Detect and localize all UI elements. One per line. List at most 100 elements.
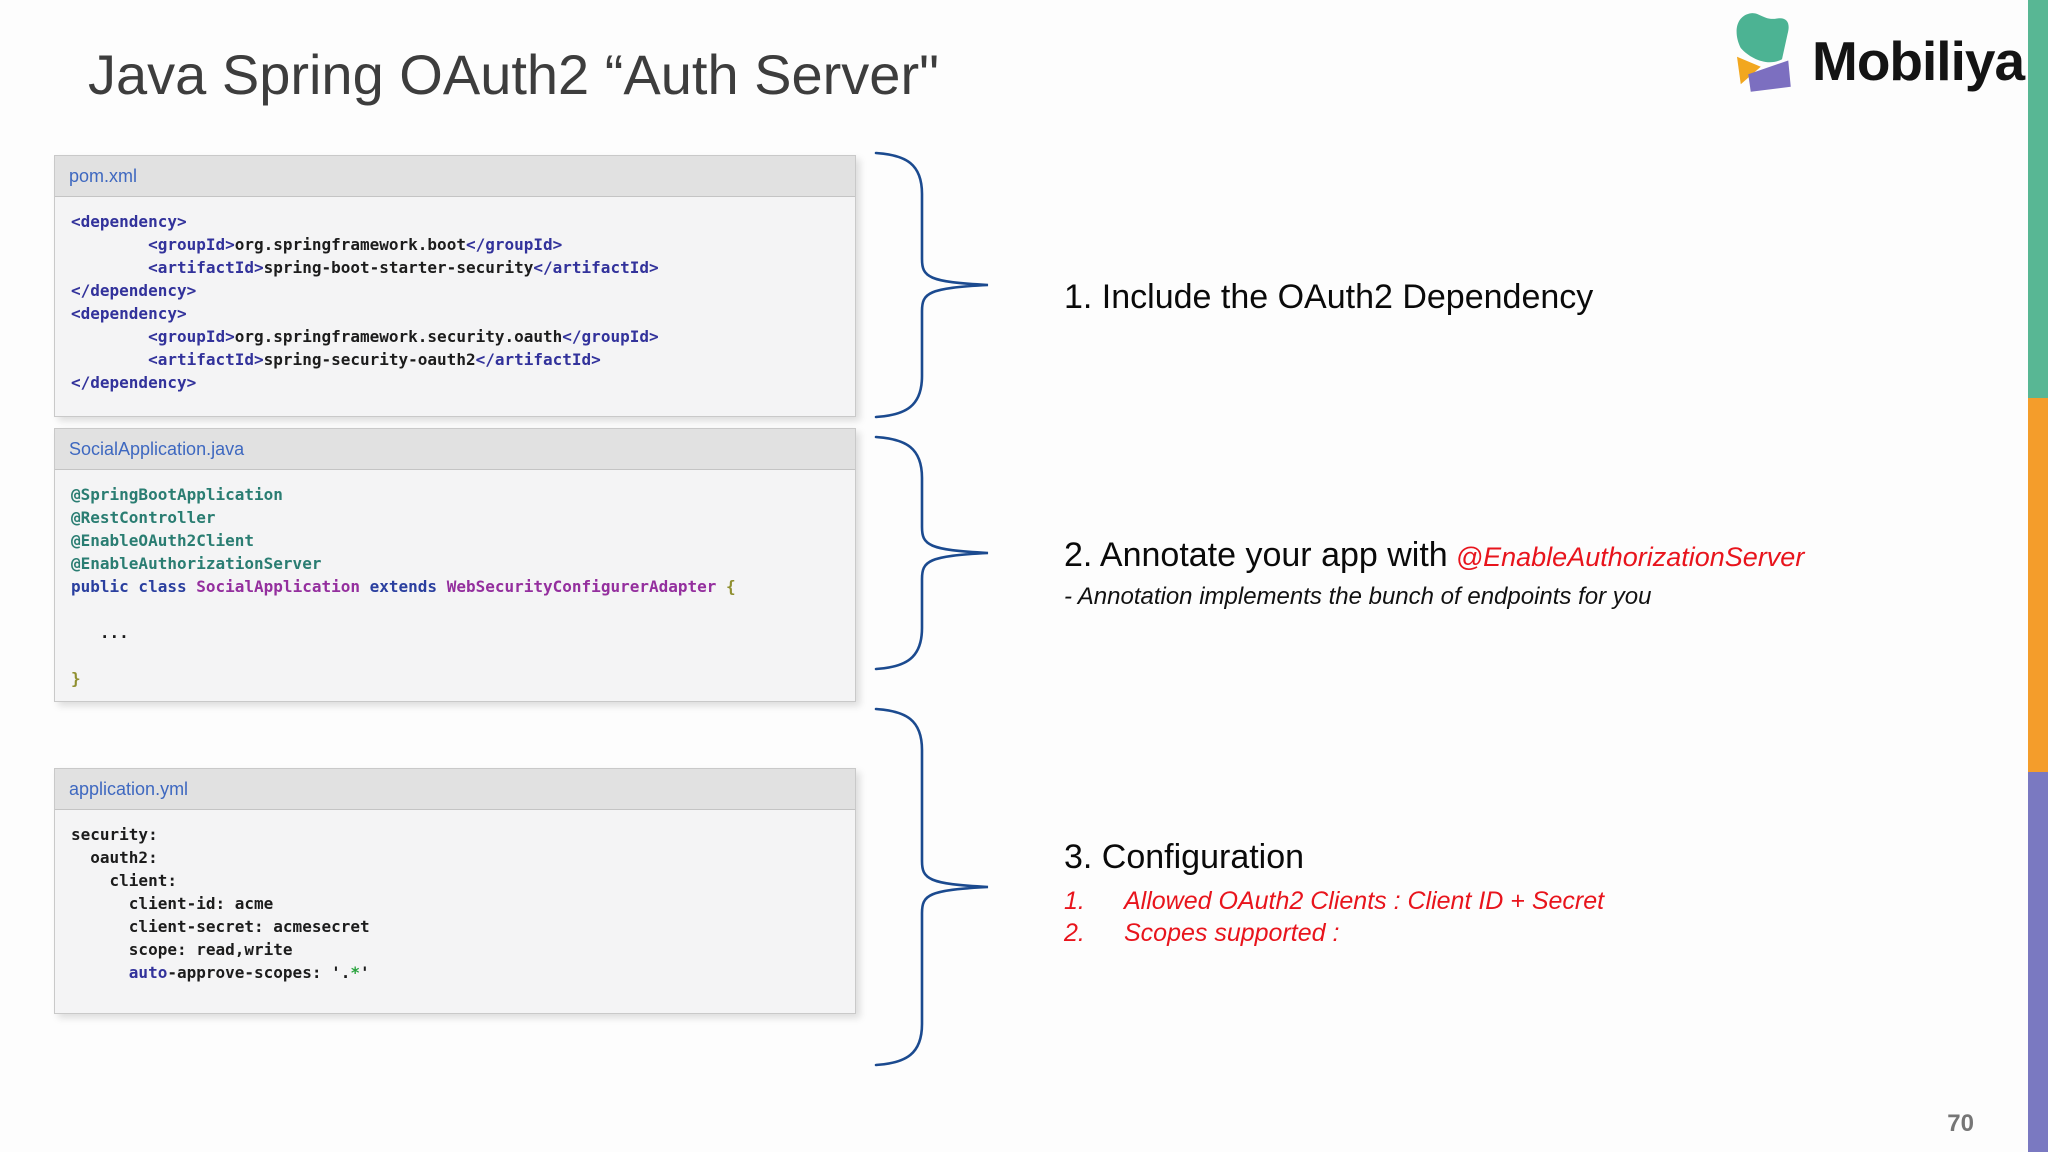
code-token: spring-security-oauth2 (263, 350, 476, 369)
annotation-list-item: 2. Scopes supported : (1064, 917, 1604, 949)
code-block-social-application-java: SocialApplication.java @SpringBootApplic… (54, 428, 856, 702)
code-token (71, 327, 148, 346)
code-line (71, 598, 839, 621)
code-token: <groupId> (148, 235, 235, 254)
code-token: client-id: acme (71, 894, 274, 913)
code-token: @SpringBootApplication (71, 485, 283, 504)
code-token: </dependency> (71, 373, 197, 392)
annotation-highlight: @EnableAuthorizationServer (1455, 542, 1805, 572)
code-line: ... (71, 621, 839, 644)
code-block-filename: pom.xml (55, 156, 855, 197)
brand-name: Mobiliya (1812, 29, 2025, 92)
brand-logo: Mobiliya (1728, 8, 2025, 113)
code-token (71, 350, 148, 369)
code-block-filename: SocialApplication.java (55, 429, 855, 470)
code-line: scope: read,write (71, 938, 839, 961)
code-token: <dependency> (71, 304, 187, 323)
code-token: spring-boot-starter-security (263, 258, 534, 277)
edge-bar-purple (2028, 772, 2048, 1152)
code-line: client-id: acme (71, 892, 839, 915)
code-token: security: (71, 825, 158, 844)
edge-bar-orange (2028, 398, 2048, 772)
annotation-list-text: Scopes supported : (1124, 919, 1340, 947)
code-token: <dependency> (71, 212, 187, 231)
code-token: public class (71, 577, 197, 596)
code-line: <dependency> (71, 210, 839, 233)
code-line: @EnableOAuth2Client (71, 529, 839, 552)
code-token: client-secret: acmesecret (71, 917, 370, 936)
code-token: </artifactId> (533, 258, 659, 277)
code-block-body: <dependency> <groupId>org.springframewor… (55, 197, 855, 407)
code-token: @EnableOAuth2Client (71, 531, 255, 550)
code-token: </groupId> (465, 235, 563, 254)
code-token (71, 963, 129, 982)
code-line: <groupId>org.springframework.security.oa… (71, 325, 839, 348)
code-token (71, 235, 148, 254)
code-token (71, 258, 148, 277)
code-line: public class SocialApplication extends W… (71, 575, 839, 598)
code-line: client: (71, 869, 839, 892)
code-token: <artifactId> (148, 350, 264, 369)
annotation-configuration: 3. Configuration 1. Allowed OAuth2 Clien… (1064, 838, 1604, 949)
annotation-list-text: Allowed OAuth2 Clients : Client ID + Sec… (1124, 887, 1605, 915)
code-token: } (71, 669, 81, 688)
code-line: <artifactId>spring-boot-starter-security… (71, 256, 839, 279)
code-token: extends (369, 577, 447, 596)
code-token: org.springframework.security.oauth (234, 327, 563, 346)
code-token: auto (128, 963, 168, 982)
code-line: @RestController (71, 506, 839, 529)
mobiliya-logo-icon (1728, 8, 1806, 113)
code-line: <artifactId>spring-security-oauth2</arti… (71, 348, 839, 371)
edge-bar-teal (2028, 0, 2048, 398)
page-number: 70 (1947, 1110, 1974, 1137)
code-line: } (71, 667, 839, 690)
code-line: client-secret: acmesecret (71, 915, 839, 938)
annotation-heading: 2. Annotate your app with (1064, 536, 1448, 574)
brace-1-icon (874, 151, 989, 419)
annotation-annotate-app: 2. Annotate your app with@EnableAuthoriz… (1064, 536, 1804, 611)
code-line: security: (71, 823, 839, 846)
code-token: <groupId> (148, 327, 235, 346)
code-line: <groupId>org.springframework.boot</group… (71, 233, 839, 256)
code-token: client: (71, 871, 177, 890)
code-token: org.springframework.boot (234, 235, 466, 254)
annotation-heading: 3. Configuration (1064, 838, 1305, 876)
code-block-body: security: oauth2: client: client-id: acm… (55, 810, 855, 997)
annotation-list-number: 1. (1064, 887, 1085, 915)
brace-3-icon (874, 707, 989, 1067)
code-token: { (726, 577, 736, 596)
code-line: </dependency> (71, 371, 839, 394)
code-token: </groupId> (562, 327, 659, 346)
annotation-heading: 1. Include the OAuth2 Dependency (1064, 278, 1594, 316)
code-token: SocialApplication (196, 577, 370, 596)
code-token: @RestController (71, 508, 216, 527)
annotation-list-item: 1. Allowed OAuth2 Clients : Client ID + … (1064, 885, 1604, 917)
code-token: * (350, 963, 360, 982)
code-token: <artifactId> (148, 258, 264, 277)
code-token: ... (71, 623, 129, 642)
annotation-list: 1. Allowed OAuth2 Clients : Client ID + … (1064, 885, 1604, 949)
code-token: WebSecurityConfigurerAdapter (446, 577, 727, 596)
code-line: @SpringBootApplication (71, 483, 839, 506)
code-token: </artifactId> (475, 350, 601, 369)
brace-2-icon (874, 435, 989, 671)
code-block-pom-xml: pom.xml <dependency> <groupId>org.spring… (54, 155, 856, 417)
code-token: ' (360, 963, 370, 982)
code-block-body: @SpringBootApplication @RestController @En… (55, 470, 855, 703)
code-token: scope: read,write (71, 940, 293, 959)
annotation-list-number: 2. (1064, 919, 1085, 947)
code-line: auto-approve-scopes: '.*' (71, 961, 839, 984)
code-line: oauth2: (71, 846, 839, 869)
code-line: <dependency> (71, 302, 839, 325)
annotation-include-dependency: 1. Include the OAuth2 Dependency (1064, 278, 1593, 317)
code-block-filename: application.yml (55, 769, 855, 810)
code-line: @EnableAuthorizationServer (71, 552, 839, 575)
code-token: -approve-scopes: '. (167, 963, 351, 982)
edge-color-bar (2028, 0, 2048, 1152)
code-token: </dependency> (71, 281, 197, 300)
code-block-application-yml: application.yml security: oauth2: client… (54, 768, 856, 1014)
code-line: </dependency> (71, 279, 839, 302)
code-token: @EnableAuthorizationServer (71, 554, 322, 573)
page-title: Java Spring OAuth2 “Auth Server" (88, 43, 939, 106)
